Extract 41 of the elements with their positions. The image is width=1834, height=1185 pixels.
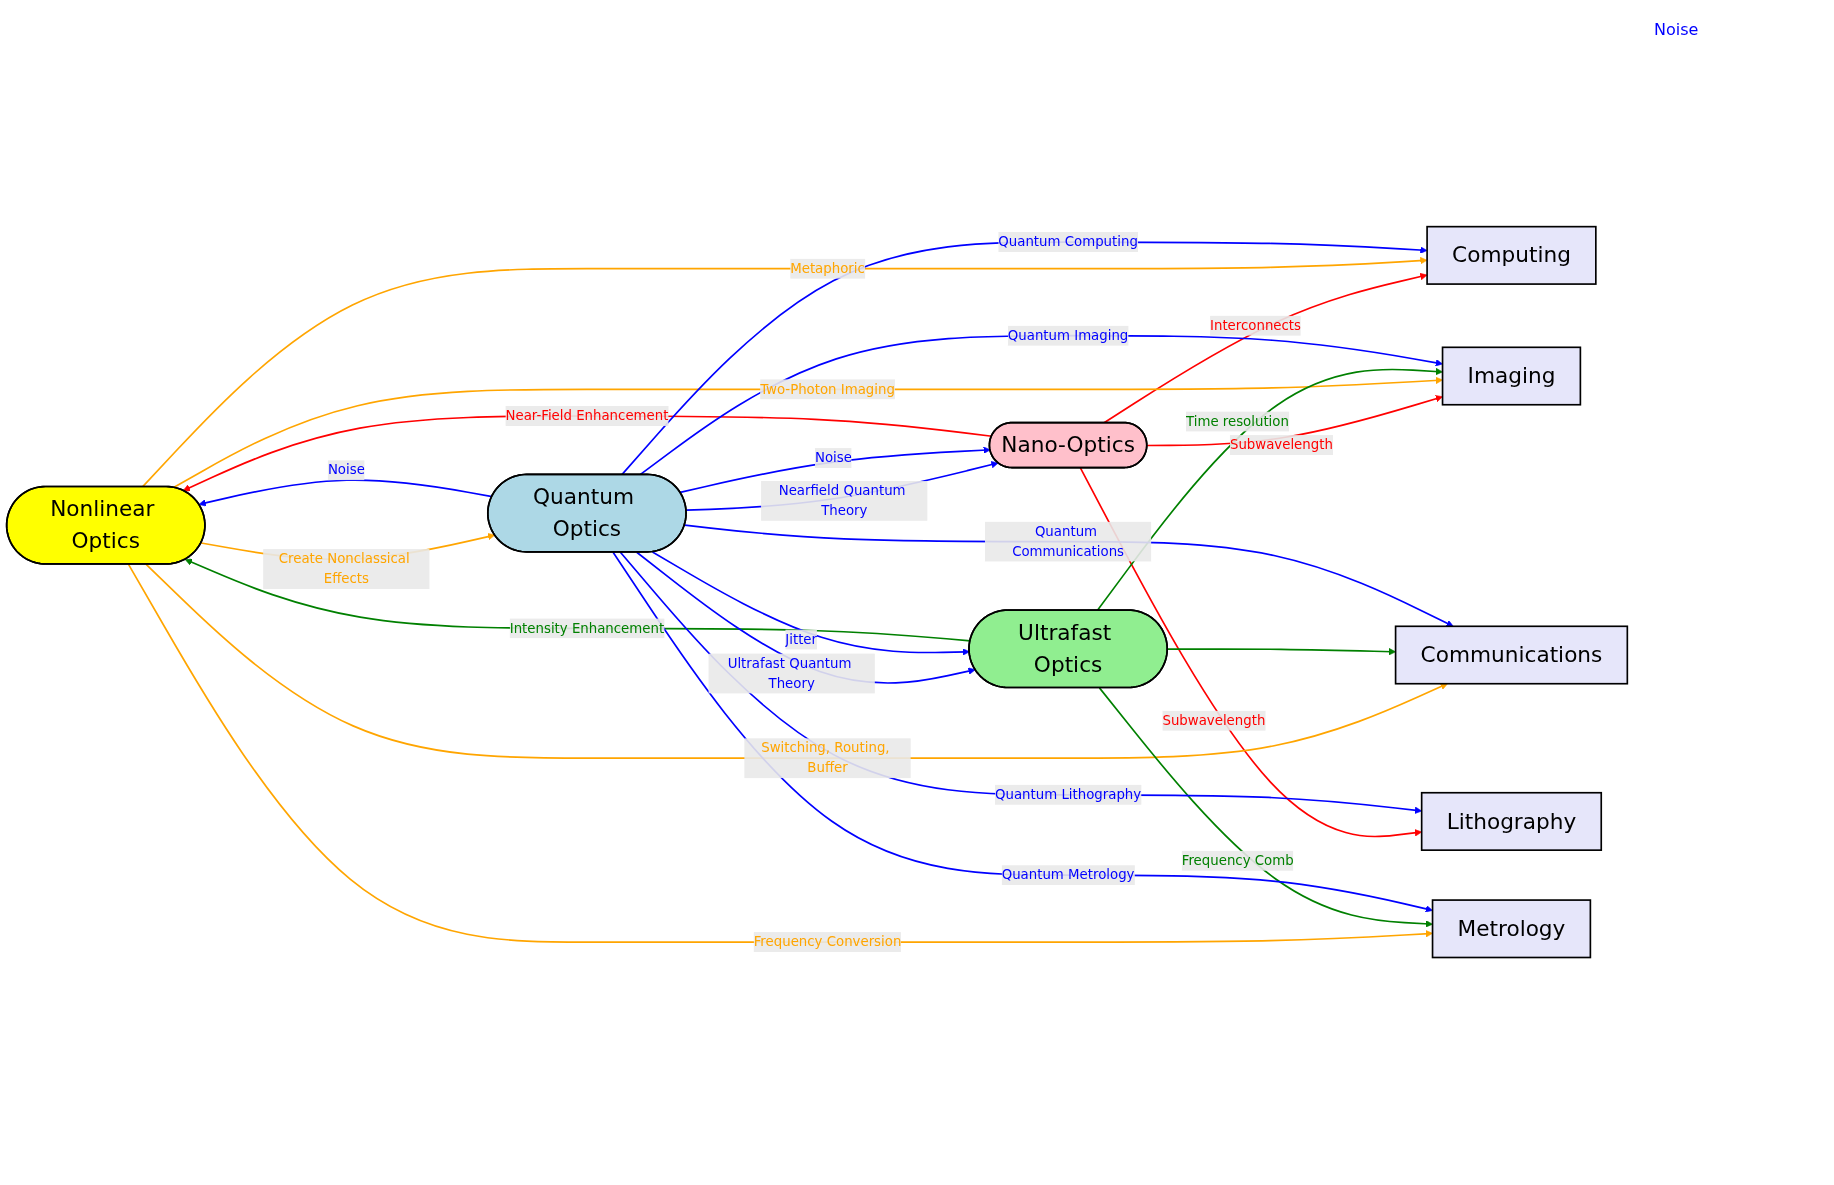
edge-label: Frequency Comb bbox=[1181, 852, 1294, 869]
arrow bbox=[1096, 368, 1443, 612]
node-box: Metrology bbox=[1431, 899, 1592, 959]
edge-label: Interconnects bbox=[1210, 317, 1302, 334]
edge-label: Time resolution bbox=[1185, 413, 1289, 430]
edge-label: Noise bbox=[327, 462, 365, 479]
edge-label: Frequency Conversion bbox=[753, 934, 902, 951]
edge-label: Quantum Metrology bbox=[1001, 867, 1135, 884]
arrow bbox=[612, 551, 1433, 913]
edge-label: Metaphoric bbox=[790, 260, 865, 277]
edge-label: Intensity Enhancement bbox=[509, 620, 665, 637]
arrow bbox=[145, 563, 1448, 760]
edge-label: Quantum Communications bbox=[1012, 523, 1125, 560]
edge-label: Two-Photon Imaging bbox=[760, 381, 895, 398]
edge-label: Near-Field Enhancement bbox=[505, 408, 669, 424]
edge-label: Subwavelength bbox=[1229, 437, 1333, 454]
arrow bbox=[198, 479, 493, 507]
node-box: Imaging bbox=[1441, 346, 1582, 406]
arrow bbox=[127, 563, 1433, 944]
edge-label: Nearfield Quantum Theory bbox=[778, 483, 906, 519]
note-text: Noise bbox=[1654, 20, 1700, 39]
arrow bbox=[1102, 273, 1428, 425]
arrow bbox=[172, 377, 1443, 489]
node-box: Communications bbox=[1394, 625, 1629, 685]
arrow bbox=[1079, 467, 1422, 838]
edge-label: Subwavelength bbox=[1162, 712, 1266, 729]
node-box: Computing bbox=[1426, 226, 1597, 286]
edge-label: Quantum Imaging bbox=[1007, 327, 1129, 344]
arrow bbox=[1146, 395, 1443, 447]
edge-label: Ultrafast Quantum Theory bbox=[727, 655, 852, 692]
arrow bbox=[1098, 687, 1433, 928]
arrow bbox=[651, 551, 970, 656]
edge-label: Noise bbox=[814, 450, 852, 467]
arrow bbox=[635, 551, 976, 685]
edge-label: Quantum Computing bbox=[998, 234, 1138, 250]
edge-label: Switching, Routing, Buffer bbox=[761, 740, 890, 777]
node-box: Lithography bbox=[1420, 792, 1603, 852]
arrow bbox=[679, 446, 991, 494]
edge-label: Jitter bbox=[785, 631, 818, 648]
edge-label: Quantum Lithography bbox=[995, 786, 1142, 803]
edge-label: Create Nonclassical Effects bbox=[278, 551, 410, 587]
